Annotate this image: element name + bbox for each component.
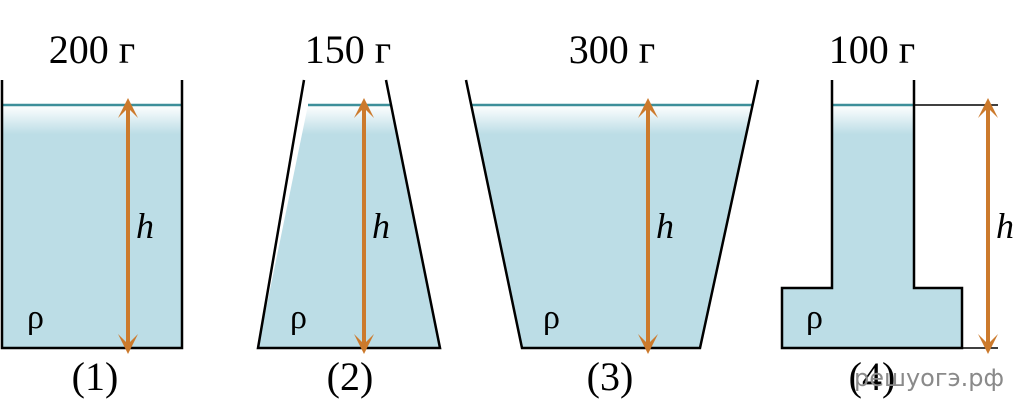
vessel-3-density-label: ρ [543,299,560,336]
vessel-1-density-label: ρ [27,299,44,336]
vessel-4-water [782,105,962,348]
vessel-4: 100 г h ρ (4) [780,27,1014,399]
vessel-4-mass: 100 г [829,27,915,72]
vessel-3-water [472,105,752,348]
vessel-3-number: (3) [587,354,634,399]
vessel-1-height-label: h [136,206,154,246]
vessel-2-height-label: h [372,206,390,246]
vessel-2-walls [256,79,442,350]
vessel-2-density-label: ρ [290,299,307,336]
vessel-2-mass: 150 г [305,27,391,72]
vessel-3: 300 г h ρ (3) [464,27,760,399]
vessel-4-height-label: h [996,206,1014,246]
vessel-3-walls [464,79,760,350]
vessel-1-number: (1) [72,354,119,399]
vessel-1-walls [0,80,184,350]
vessel-1: 200 г h ρ (1) [0,27,184,399]
vessel-4-number: (4) [849,354,896,399]
vessel-3-mass: 300 г [569,27,655,72]
watermark: решуогэ.рф [854,364,1004,392]
vessel-2-number: (2) [327,354,374,399]
vessel-1-mass: 200 г [49,27,135,72]
vessel-4-density-label: ρ [806,299,823,336]
vessel-2: 150 г h ρ (2) [256,27,442,399]
vessel-3-height-label: h [656,206,674,246]
vessel-4-walls [780,80,964,350]
vessel-2-water [258,105,440,348]
